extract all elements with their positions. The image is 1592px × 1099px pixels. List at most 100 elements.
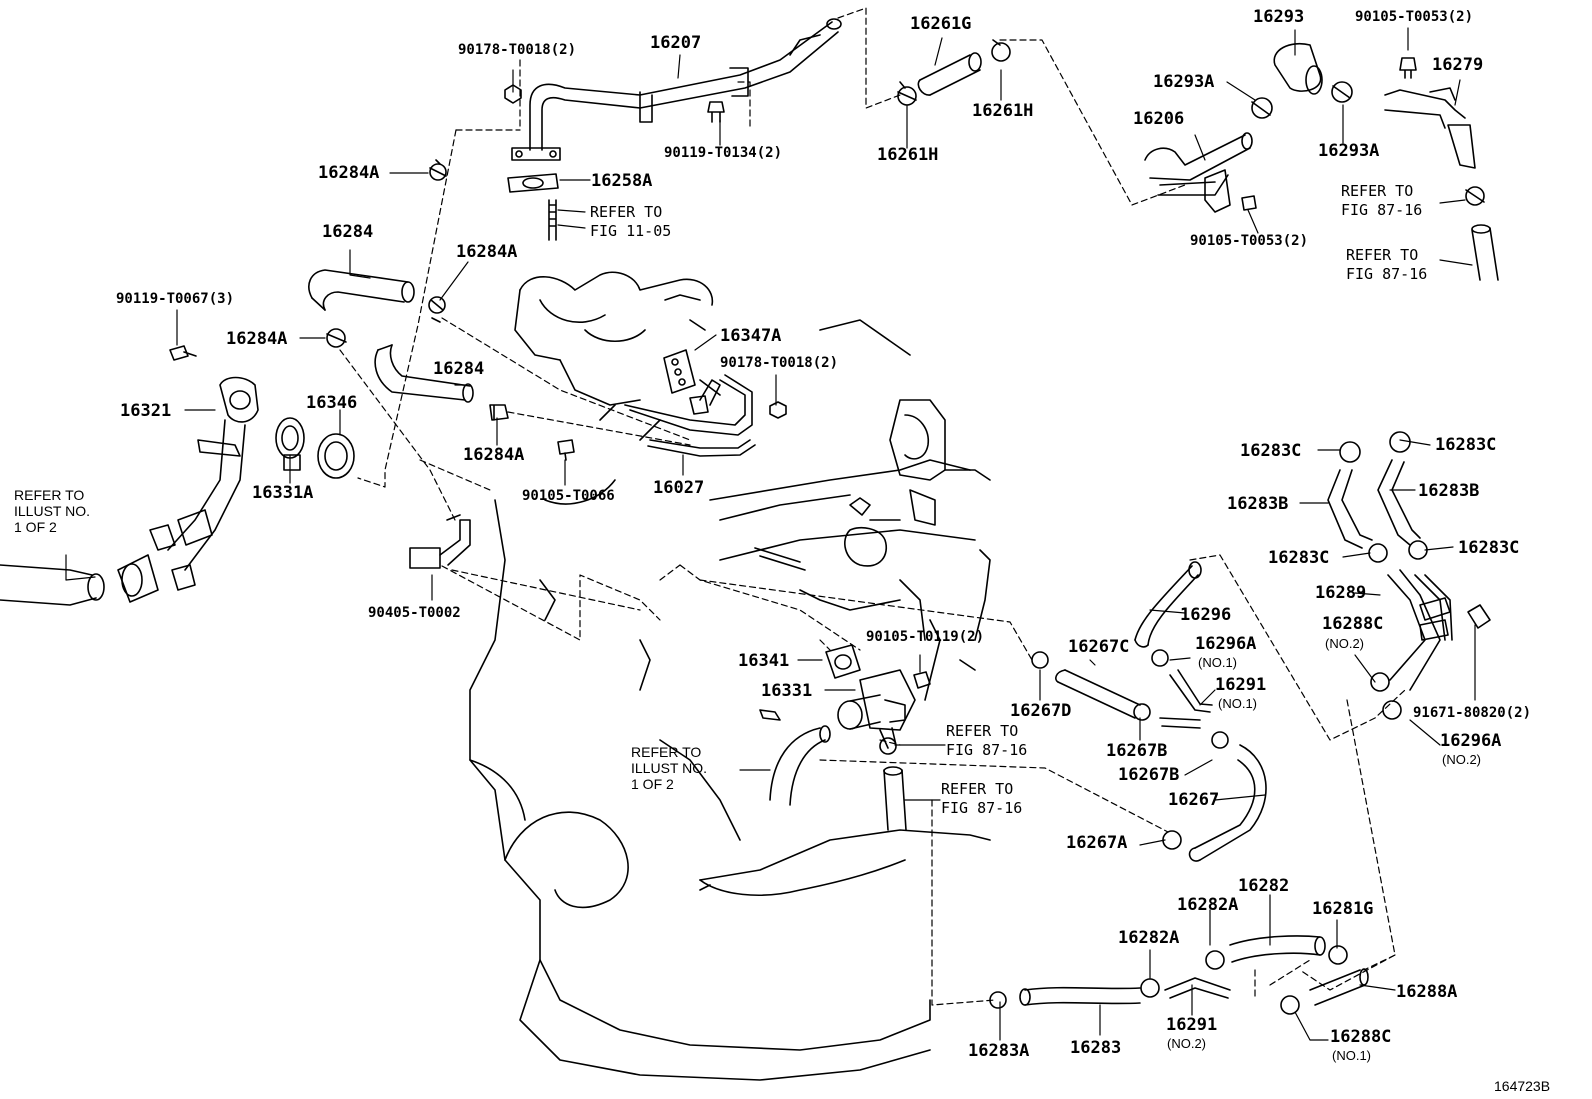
label-16291-no1: 16291 bbox=[1215, 675, 1267, 695]
clamp-16288C-no2 bbox=[1370, 672, 1390, 692]
inlet-16321 bbox=[117, 376, 259, 603]
label-16282A-right: 16282A bbox=[1177, 895, 1239, 915]
label-91671-80820: 91671-80820(2) bbox=[1413, 705, 1532, 721]
label-16267A: 16267A bbox=[1066, 833, 1128, 853]
note-refer-fig-87-16-top: REFER TO FIG 87-16 bbox=[1341, 182, 1423, 219]
clamp-16267B-b bbox=[1211, 731, 1229, 749]
clamp-16261H-left bbox=[897, 81, 917, 106]
label-16296: 16296 bbox=[1180, 605, 1232, 625]
hose-16284-upper bbox=[308, 269, 415, 311]
hose-16288A bbox=[1309, 968, 1369, 1006]
gasket-16341 bbox=[825, 644, 861, 679]
label-16346: 16346 bbox=[306, 393, 358, 413]
note-refer-illust-left: REFER TO ILLUST NO. 1 OF 2 bbox=[14, 487, 90, 535]
label-16282: 16282 bbox=[1238, 876, 1290, 896]
clamp-16293A-a bbox=[1251, 97, 1273, 119]
label-16284-upper: 16284 bbox=[322, 222, 374, 242]
clamp-16283C-d bbox=[1408, 540, 1428, 560]
label-16261H-right: 16261H bbox=[972, 101, 1034, 121]
label-16288C-no1: 16288C bbox=[1330, 1027, 1392, 1047]
label-16282A-left: 16282A bbox=[1118, 928, 1180, 948]
label-16258A: 16258A bbox=[591, 171, 653, 191]
label-16284A-low: 16284A bbox=[463, 445, 525, 465]
bolt-90119-T0067 bbox=[169, 345, 197, 361]
bolt-90105-T0066 bbox=[557, 439, 575, 461]
label-16283C-a: 16283C bbox=[1240, 441, 1302, 461]
gasket-16258A bbox=[507, 173, 559, 193]
hose-ref-87-16 bbox=[1471, 224, 1499, 281]
label-16296A-no2-note: (NO.2) bbox=[1442, 752, 1481, 767]
clamp-16284A-low bbox=[489, 404, 509, 421]
label-16027: 16027 bbox=[653, 478, 705, 498]
bolt-90105-T0053-a bbox=[1399, 57, 1417, 79]
label-16291-no2: 16291 bbox=[1166, 1015, 1218, 1035]
label-16261H-left: 16261H bbox=[877, 145, 939, 165]
label-16289: 16289 bbox=[1315, 583, 1367, 603]
label-16267B-a: 16267B bbox=[1106, 741, 1168, 761]
hose-16267C bbox=[1055, 669, 1141, 719]
nut-90178-top bbox=[504, 84, 522, 104]
clamp-16281G bbox=[1328, 945, 1348, 965]
hose-16283B-right bbox=[1377, 459, 1421, 546]
label-90105-T0053-low: 90105-T0053(2) bbox=[1190, 233, 1309, 249]
label-16331A: 16331A bbox=[252, 483, 314, 503]
label-16267: 16267 bbox=[1168, 790, 1220, 810]
hose-16282 bbox=[1229, 935, 1326, 963]
pipe-16279 bbox=[1384, 87, 1476, 169]
label-16267C: 16267C bbox=[1068, 637, 1130, 657]
clamp-16283C-b bbox=[1389, 431, 1411, 453]
clamp-16261H-right bbox=[991, 39, 1011, 62]
hose-illust-center bbox=[759, 709, 831, 806]
hose-16283 bbox=[1019, 986, 1141, 1006]
parts bbox=[0, 18, 1499, 1015]
label-90178-T0018-mid: 90178-T0018(2) bbox=[720, 355, 839, 371]
label-16288C-no1-note: (NO.1) bbox=[1332, 1048, 1371, 1063]
pipe-16206 bbox=[1144, 132, 1253, 213]
fitting-90405 bbox=[409, 514, 471, 569]
label-16261G: 16261G bbox=[910, 14, 972, 34]
label-16288A: 16288A bbox=[1396, 982, 1458, 1002]
tube-16291-no2 bbox=[1164, 977, 1231, 999]
engine-block bbox=[469, 319, 991, 1081]
label-16321: 16321 bbox=[120, 401, 172, 421]
label-90105-T0066: 90105-T0066 bbox=[522, 488, 615, 504]
label-16296A-no2: 16296A bbox=[1440, 731, 1502, 751]
label-16279: 16279 bbox=[1432, 55, 1484, 75]
hose-16283B-left bbox=[1327, 469, 1373, 549]
hose-illust-left bbox=[0, 564, 105, 606]
label-16206: 16206 bbox=[1133, 109, 1185, 129]
clamp-16267A bbox=[1162, 830, 1182, 850]
label-16284A-top: 16284A bbox=[318, 163, 380, 183]
note-refer-fig-11-05: REFER TO FIG 11-05 bbox=[590, 203, 672, 240]
label-16283: 16283 bbox=[1070, 1038, 1122, 1058]
hose-ref-87-16-center bbox=[883, 766, 907, 831]
label-16296A-no1: 16296A bbox=[1195, 634, 1257, 654]
gasket-16347A bbox=[663, 349, 696, 394]
label-16291-no1-note: (NO.1) bbox=[1218, 696, 1257, 711]
label-16207: 16207 bbox=[650, 33, 702, 53]
label-16283B-right: 16283B bbox=[1418, 481, 1480, 501]
label-16293A-left: 16293A bbox=[1153, 72, 1215, 92]
label-16283C-b: 16283C bbox=[1435, 435, 1497, 455]
leader-lines bbox=[65, 27, 1476, 1041]
clamp-16282A-b bbox=[1205, 950, 1225, 970]
pipe-16207 bbox=[511, 18, 842, 161]
clamp-16284A-mid bbox=[428, 296, 446, 323]
note-refer-illust-center: REFER TO ILLUST NO. 1 OF 2 bbox=[631, 744, 707, 792]
hose-16261G bbox=[917, 52, 982, 96]
label-16347A: 16347A bbox=[720, 326, 782, 346]
label-16281G: 16281G bbox=[1312, 899, 1374, 919]
clamp-ref-87-16 bbox=[1465, 186, 1485, 206]
label-16283C-c: 16283C bbox=[1268, 548, 1330, 568]
hose-16267 bbox=[1188, 744, 1267, 862]
outlet-16331 bbox=[837, 669, 916, 749]
bolt-91671 bbox=[1467, 604, 1491, 629]
clamp-16282A-a bbox=[1140, 978, 1160, 998]
bolt-90105-T0053-b bbox=[1241, 195, 1257, 211]
bolt-90119-top bbox=[707, 101, 725, 123]
note-refer-fig-87-16-right: REFER TO FIG 87-16 bbox=[1346, 246, 1428, 283]
clamp-16293A-b bbox=[1331, 81, 1353, 103]
label-16296A-no1-note: (NO.1) bbox=[1198, 655, 1237, 670]
label-16331: 16331 bbox=[761, 681, 813, 701]
